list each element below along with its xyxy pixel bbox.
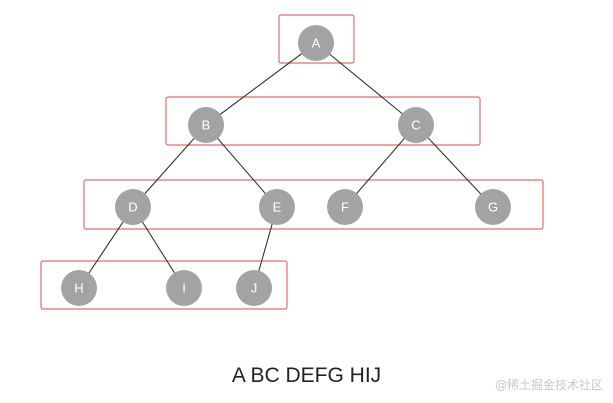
node-label-B: B [202,118,211,133]
node-F: F [327,189,363,225]
node-circle-C [398,107,434,143]
edge-A-B [205,42,317,126]
edge-B-E [205,124,278,208]
level-box-2 [83,179,544,230]
level-box-3 [40,260,288,310]
edge-C-G [415,124,494,208]
node-J: J [236,270,272,306]
watermark: @稀土掘金技术社区 [494,378,603,392]
edge-C-F [344,124,417,208]
node-circle-H [61,270,97,306]
level-order-caption: A BC DEFG HIJ [231,364,382,387]
node-G: G [475,189,511,225]
tree-edges [78,42,494,289]
node-C: C [398,107,434,143]
node-label-J: J [251,281,258,296]
level-group-boxes [40,14,544,310]
node-E: E [259,189,295,225]
node-A: A [298,25,334,61]
level-box-0 [278,14,355,64]
node-D: D [115,189,151,225]
node-circle-I [166,270,202,306]
node-label-F: F [341,200,349,215]
node-circle-D [115,189,151,225]
edge-A-C [315,42,417,126]
tree-nodes: A B C D E F G H I J [61,25,511,306]
node-I: I [166,270,202,306]
node-label-H: H [74,281,83,296]
level-box-1 [165,96,481,146]
node-label-A: A [312,36,321,51]
node-circle-G [475,189,511,225]
node-label-D: D [128,200,137,215]
node-H: H [61,270,97,306]
node-label-G: G [488,200,498,215]
node-circle-E [259,189,295,225]
node-label-E: E [273,200,282,215]
edge-B-D [132,124,207,208]
node-B: B [188,107,224,143]
node-label-I: I [182,281,186,296]
node-label-C: C [411,118,420,133]
node-circle-J [236,270,272,306]
node-circle-B [188,107,224,143]
node-circle-F [327,189,363,225]
node-circle-A [298,25,334,61]
